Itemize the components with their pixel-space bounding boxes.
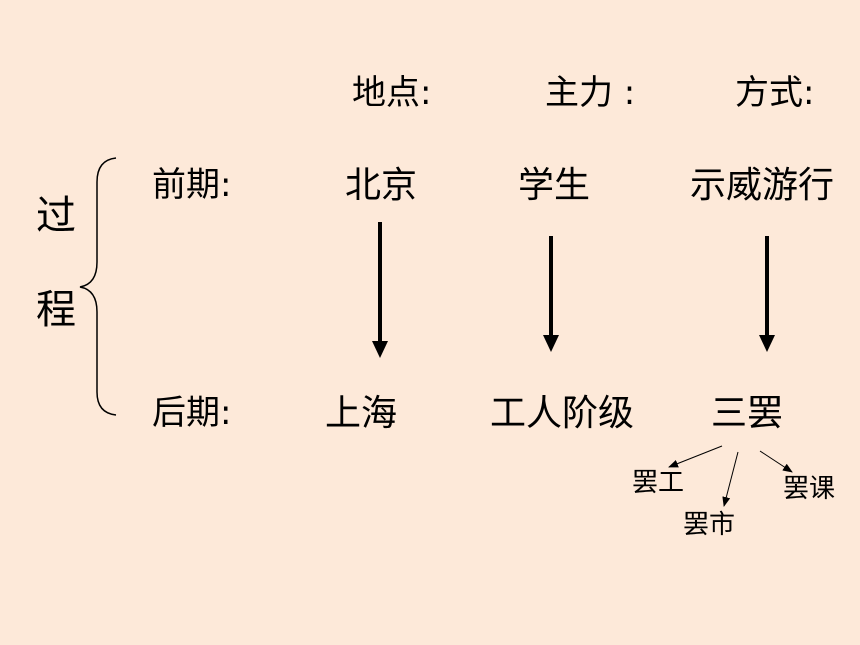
early-period-label: 前期: <box>152 165 232 205</box>
arrow-method <box>759 236 775 352</box>
late-period-label: 后期: <box>152 393 232 433</box>
arrow-student-strike <box>759 450 793 473</box>
early-main-force: 学生 <box>518 165 591 206</box>
student-strike: 罢课 <box>783 474 836 504</box>
header-method: 方式: <box>735 73 815 113</box>
process-brace <box>79 157 117 416</box>
process-char-2: 程 <box>36 287 76 333</box>
worker-strike: 罢工 <box>632 468 685 498</box>
merchant-strike: 罢市 <box>683 510 736 540</box>
early-location: 北京 <box>345 165 418 206</box>
header-location: 地点: <box>352 73 432 113</box>
arrow-worker-strike <box>668 445 723 468</box>
early-method: 示威游行 <box>690 165 835 206</box>
arrow-location <box>372 222 388 358</box>
late-method: 三罢 <box>711 393 784 434</box>
arrow-merchant-strike <box>722 451 739 507</box>
late-location: 上海 <box>325 393 398 434</box>
late-main-force: 工人阶级 <box>490 393 635 434</box>
process-char-1: 过 <box>36 193 76 239</box>
arrow-main-force <box>543 236 559 352</box>
header-main-force: 主力 : <box>545 73 636 113</box>
